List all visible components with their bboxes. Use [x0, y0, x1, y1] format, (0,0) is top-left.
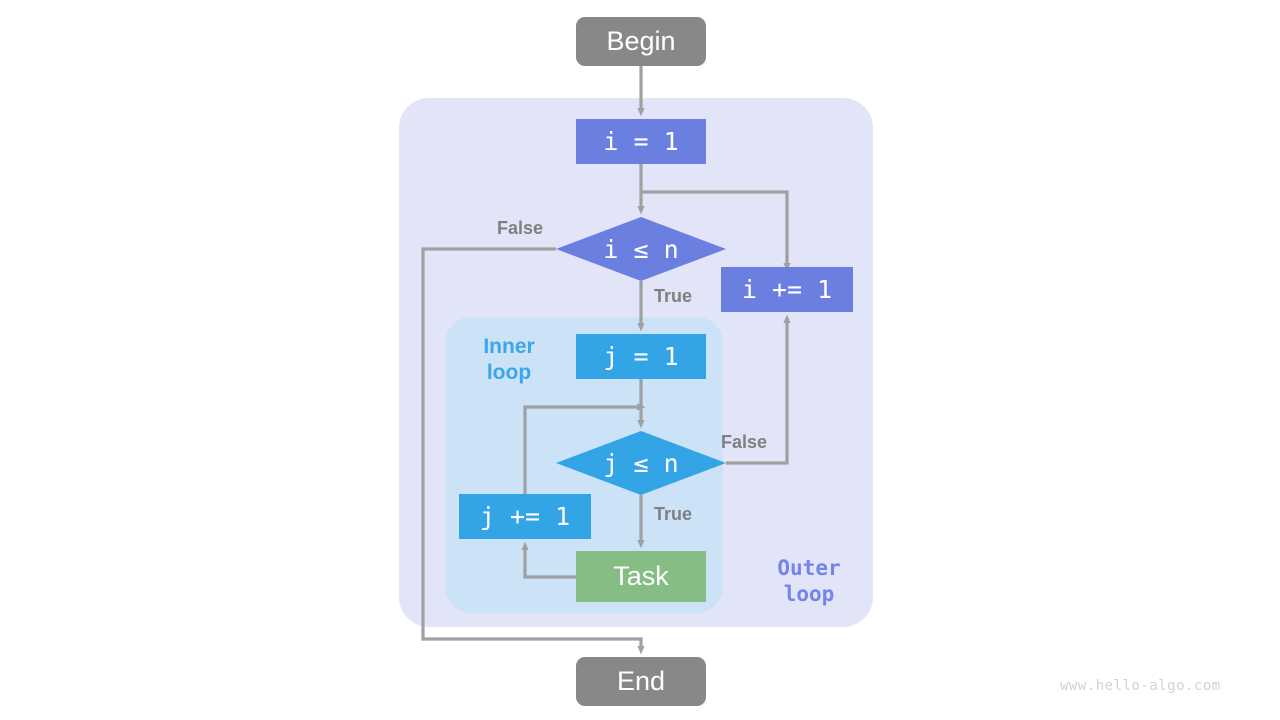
node-end[interactable]: End — [576, 657, 706, 706]
edge-label-i-true: True — [654, 286, 693, 306]
node-begin[interactable]: Begin — [576, 17, 706, 66]
node-i-init[interactable]: i = 1 — [576, 119, 706, 164]
node-j-increment[interactable]: j += 1 — [459, 494, 591, 539]
node-j-condition[interactable]: j ≤ n — [556, 431, 726, 495]
edge-label-j-false: False — [721, 432, 768, 452]
diamond-shape-icon — [556, 431, 726, 495]
edge-label-j-true: True — [654, 504, 693, 524]
node-j-condition-label: j ≤ n — [603, 448, 679, 478]
node-task[interactable]: Task — [576, 551, 706, 602]
diamond-shape-icon — [556, 217, 726, 281]
edge-label-i-false: False — [497, 218, 544, 238]
watermark: www.hello-algo.com — [1060, 678, 1221, 694]
inner-loop-caption: Inner loop — [483, 335, 535, 384]
node-i-increment[interactable]: i += 1 — [721, 267, 853, 312]
node-j-init[interactable]: j = 1 — [576, 334, 706, 379]
node-i-condition-label: i ≤ n — [603, 234, 679, 264]
outer-loop-caption: Outer loop — [777, 556, 841, 606]
node-i-condition[interactable]: i ≤ n — [556, 217, 726, 281]
